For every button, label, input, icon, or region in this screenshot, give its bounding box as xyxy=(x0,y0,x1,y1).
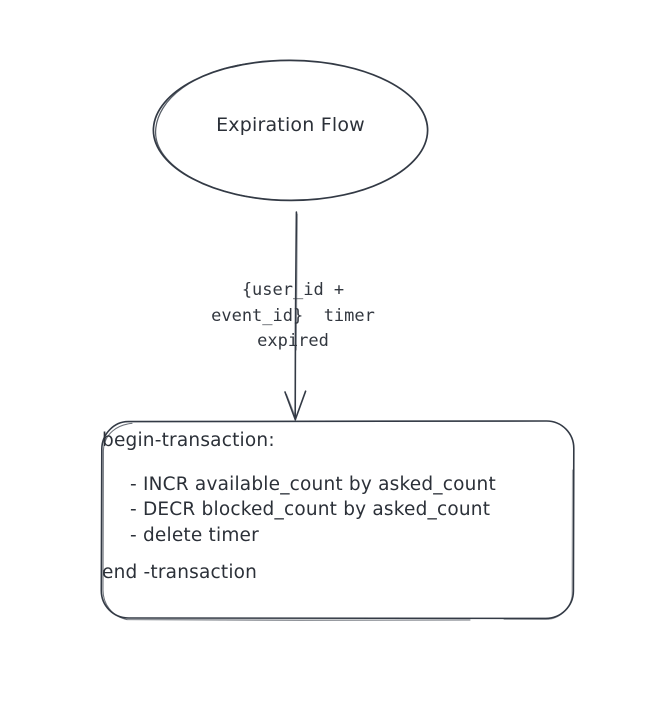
process-box-line-spacer xyxy=(102,454,572,472)
edge-label-line-1: {user_id + xyxy=(241,280,345,300)
start-node-label: Expiration Flow xyxy=(216,114,365,136)
process-box-line-begin: begin-transaction: xyxy=(102,430,275,451)
edge-label-line-2: event_id} timer xyxy=(211,305,375,326)
process-box-line-delete-timer: - delete timer xyxy=(130,524,259,546)
edge-label-line-3: expired xyxy=(257,331,329,351)
process-box-line-end: end -transaction xyxy=(102,562,258,583)
expiration-edge-label: {user_id + event_id} timer expired xyxy=(168,278,418,355)
process-box-shape[interactable] xyxy=(100,420,575,621)
start-node-shape[interactable] xyxy=(152,59,429,202)
expiration-edge-arrowhead xyxy=(284,390,307,421)
process-box-text: begin-transaction: - INCR available_coun… xyxy=(102,428,572,586)
process-box-line-decr: - DECR blocked_count by asked_count xyxy=(130,499,491,520)
process-box-line-incr: - INCR available_count by asked_count xyxy=(130,473,496,495)
expiration-edge-line[interactable] xyxy=(294,211,299,419)
